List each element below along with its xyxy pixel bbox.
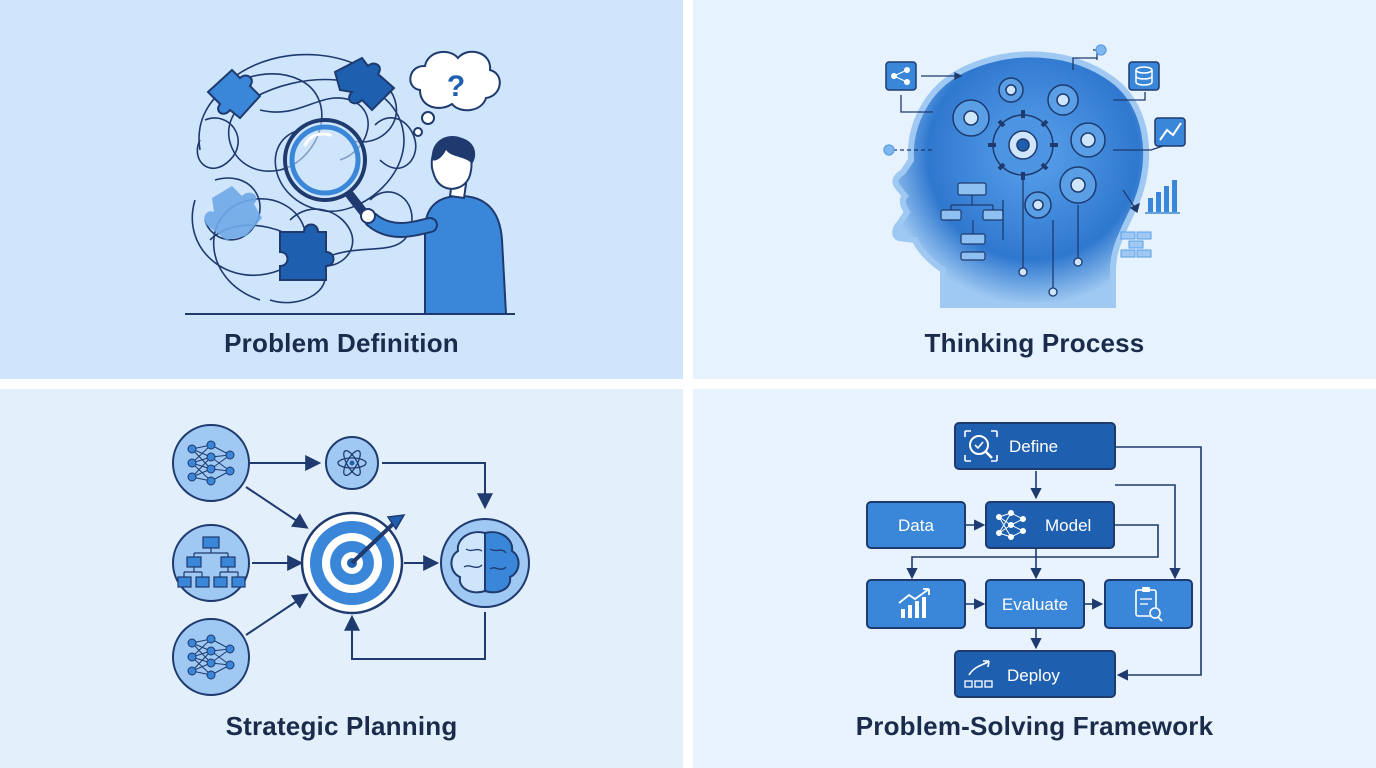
- puzzle-piece-icon: [204, 56, 396, 281]
- thinking-process-illustration: [883, 44, 1186, 308]
- connector-arrows: [883, 44, 1164, 214]
- define-node: Define: [954, 422, 1116, 470]
- line-chart-icon: [1154, 117, 1186, 147]
- gear-teeth: [988, 110, 1058, 180]
- flowchart-icon: [940, 182, 1004, 261]
- growth-chart-icon: [898, 588, 930, 618]
- question-mark: ?: [447, 70, 465, 103]
- model-node: Model: [985, 501, 1115, 549]
- evaluate-node: Evaluate: [985, 579, 1085, 629]
- neural-network-icon: [172, 424, 250, 502]
- neural-network-small-icon: [996, 510, 1026, 540]
- data-label: Data: [898, 516, 934, 535]
- strategic-planning-diagram: [172, 424, 530, 696]
- bar-chart-icon: [1145, 180, 1180, 214]
- magnifying-glass-icon: [283, 118, 373, 223]
- data-node: Data: [866, 501, 966, 549]
- panel-problem-definition: ? Problem Definition: [0, 0, 683, 379]
- deploy-node: Deploy: [954, 650, 1116, 698]
- problem-definition-illustration: ?: [185, 50, 515, 315]
- network-node-icon: [885, 61, 917, 91]
- deploy-icon: [964, 660, 993, 688]
- brick-grid-icon: [1120, 231, 1152, 258]
- chart-node: [866, 579, 966, 629]
- flow-arrows: [245, 455, 493, 660]
- deploy-label: Deploy: [1007, 666, 1060, 685]
- panel-title-thinking-process: Thinking Process: [924, 328, 1145, 358]
- atom-icon: [325, 436, 379, 490]
- brain-icon: [440, 518, 530, 608]
- circuit-lines: [1002, 175, 1083, 297]
- framework-arrows: [906, 446, 1202, 681]
- panel-title-framework: Problem-Solving Framework: [855, 711, 1214, 741]
- clipboard-search-icon: [1135, 587, 1163, 622]
- person-icon: [360, 136, 508, 315]
- neural-network-icon-2: [172, 618, 250, 696]
- report-node: [1104, 579, 1193, 629]
- framework-flowchart: Define Data Model: [866, 422, 1202, 698]
- panel-thinking-process: Thinking Process: [693, 0, 1376, 379]
- model-label: Model: [1045, 516, 1091, 535]
- magnify-check-icon: [964, 430, 998, 462]
- thought-bubble-icon: ?: [409, 50, 501, 137]
- hierarchy-icon: [172, 524, 250, 602]
- evaluate-label: Evaluate: [1002, 595, 1068, 614]
- target-icon: [300, 511, 406, 615]
- panel-title-problem-definition: Problem Definition: [224, 328, 459, 358]
- panel-framework: Define Data Model: [693, 389, 1376, 768]
- database-icon: [1128, 61, 1160, 91]
- define-label: Define: [1009, 437, 1058, 456]
- panel-strategic-planning: Strategic Planning: [0, 389, 683, 768]
- gear-icon: [952, 77, 1106, 219]
- panel-title-strategic-planning: Strategic Planning: [225, 711, 458, 741]
